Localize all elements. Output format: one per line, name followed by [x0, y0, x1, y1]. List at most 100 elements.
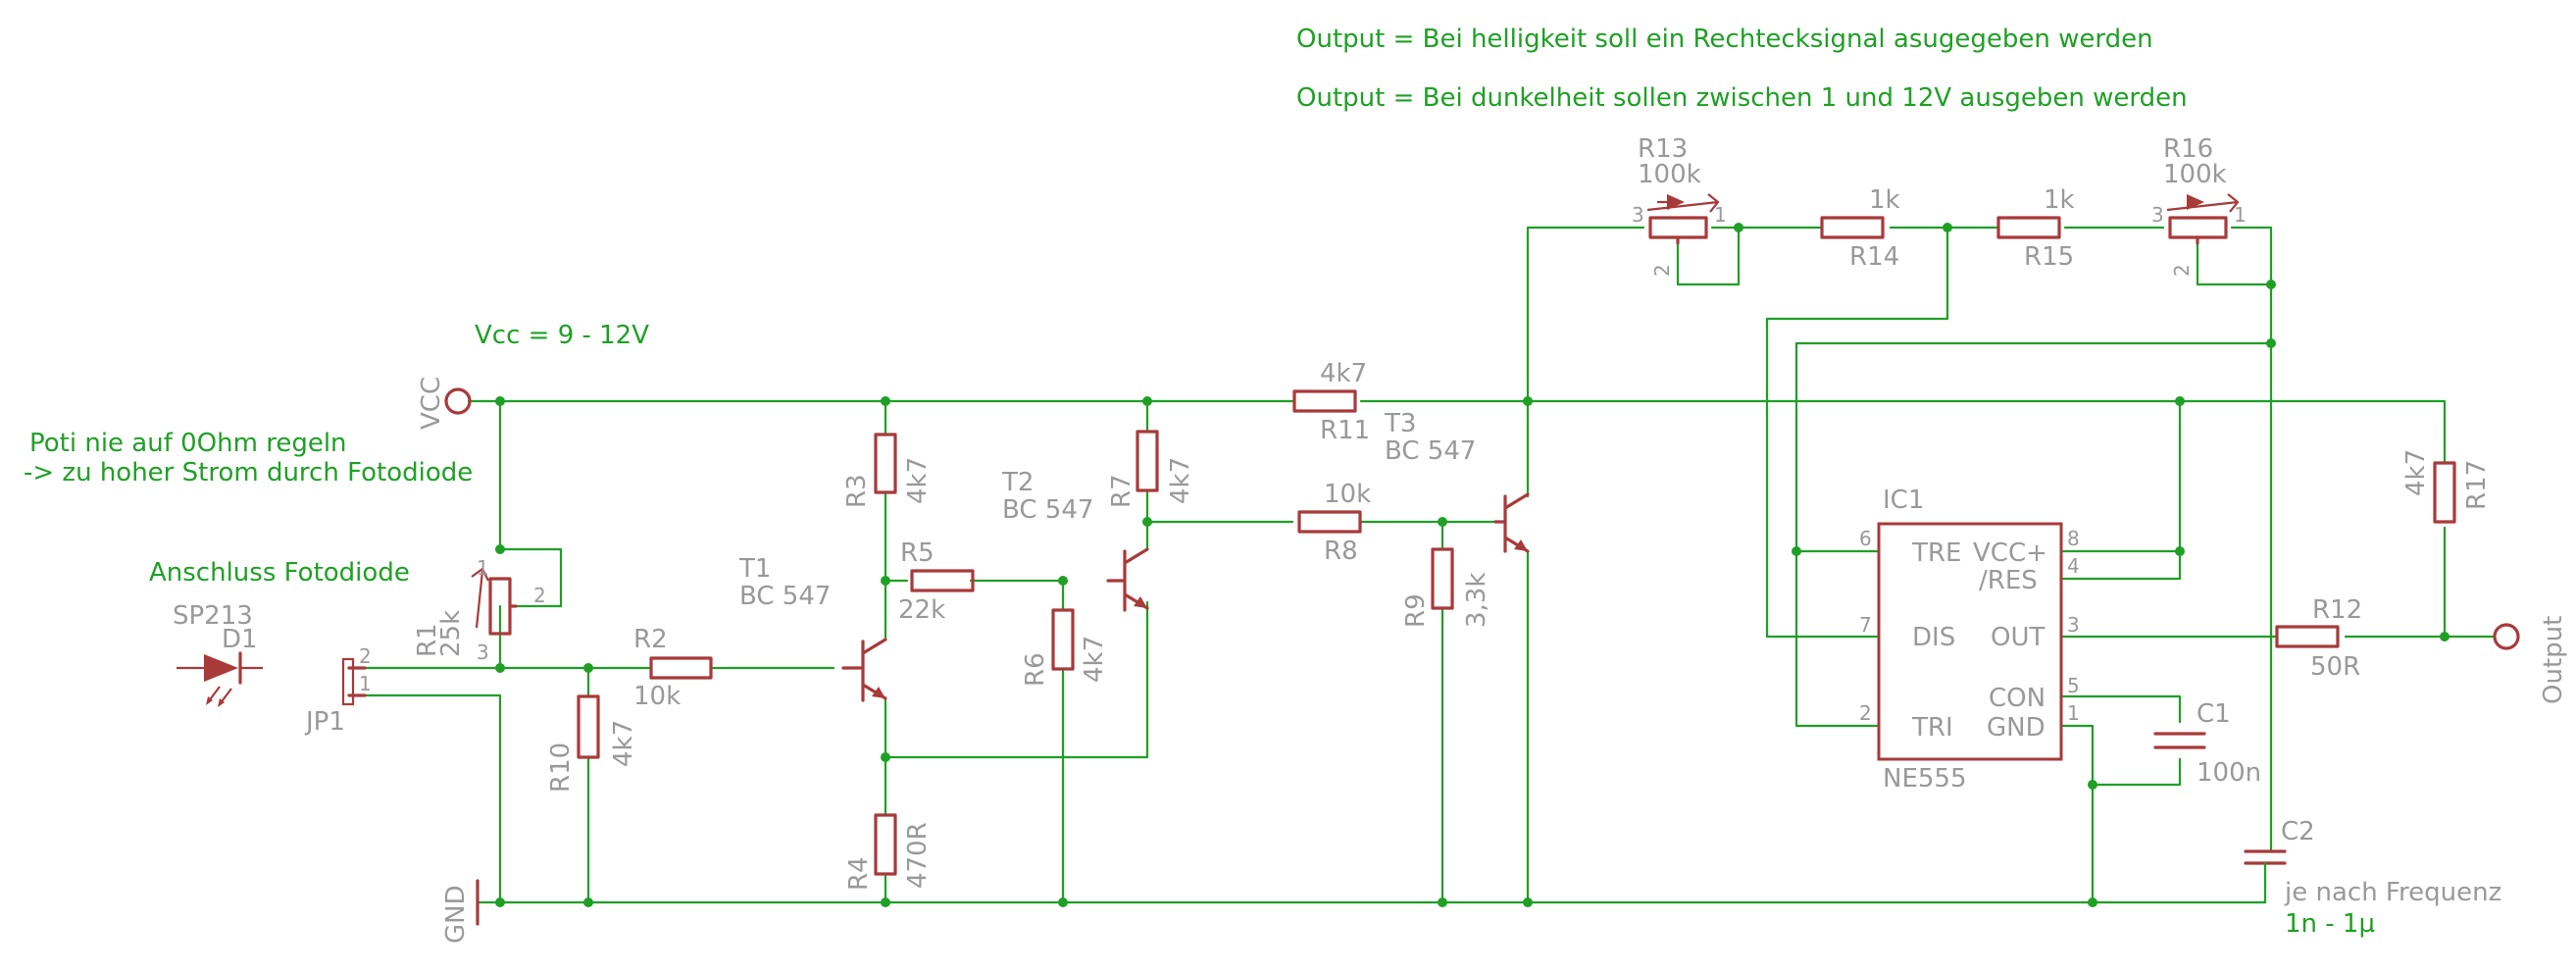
- ic1-pin-num-8: 8: [2067, 527, 2080, 550]
- r1-pin2: 2: [533, 584, 546, 607]
- resistor-r14: 1k R14: [1820, 185, 1900, 272]
- ic1-pin-con: CON: [1989, 684, 2046, 713]
- ic1-pin-out: OUT: [1991, 623, 2045, 652]
- r16-name: R16: [2163, 134, 2213, 164]
- resistor-r11: 4k7 R11: [1292, 359, 1370, 445]
- r2-name: R2: [633, 625, 668, 654]
- ic1-pin-tre: TRE: [1911, 538, 1961, 568]
- r17-value: 4k7: [2401, 449, 2431, 496]
- r6-name: R6: [1021, 652, 1050, 687]
- r10-name: R10: [546, 743, 576, 793]
- r2-value: 10k: [633, 682, 681, 711]
- resistor-r12: R12 50R: [2275, 595, 2362, 682]
- potentiometer-r16: R16 100k 1 2 3: [2151, 134, 2247, 277]
- r13-value: 100k: [1638, 160, 1701, 189]
- jp1-pin1: 1: [359, 672, 372, 695]
- r13-name: R13: [1638, 134, 1688, 164]
- r7-value: 4k7: [1166, 457, 1195, 504]
- r1-pin1: 1: [477, 556, 489, 580]
- ic1-pin-num-2: 2: [1859, 701, 1872, 725]
- r12-value: 50R: [2310, 652, 2360, 682]
- r16-pin2: 2: [2170, 264, 2194, 277]
- note-c2-frequency: je nach Frequenz: [2284, 878, 2501, 907]
- r14-name: R14: [1849, 242, 1899, 272]
- c1-name: C1: [2197, 699, 2231, 729]
- ic1-pin-dis: DIS: [1912, 623, 1955, 652]
- ic1-pin-num-5: 5: [2067, 674, 2080, 697]
- ic1-pin-gnd: GND: [1987, 713, 2046, 743]
- r8-value: 10k: [1324, 480, 1371, 509]
- ic1-pin-num-6: 6: [1859, 527, 1872, 550]
- r10-value: 4k7: [609, 720, 638, 767]
- transistor-t3: T3 BC 547: [1384, 409, 1530, 553]
- resistor-r6: R6 4k7: [1021, 608, 1109, 687]
- vcc-label: VCC: [417, 377, 446, 430]
- t3-name: T3: [1384, 409, 1416, 438]
- t1-name: T1: [738, 554, 771, 584]
- wire-555-con-gnd: [2059, 694, 2182, 904]
- r11-name: R11: [1320, 416, 1370, 445]
- capacitor-c1: C1 100n: [2153, 699, 2261, 788]
- r17-name: R17: [2462, 460, 2492, 510]
- ic1-pin-num-7: 7: [1859, 613, 1872, 637]
- c1-value: 100n: [2197, 758, 2261, 788]
- wire-timing-chain: [1676, 226, 2273, 639]
- capacitor-c2: C2: [2244, 817, 2315, 879]
- resistor-r9: R9 3,3k: [1401, 547, 1491, 628]
- t1-value: BC 547: [739, 582, 831, 611]
- annotations: Output = Bei helligkeit soll ein Rechtec…: [24, 25, 2501, 939]
- r6-value: 4k7: [1080, 636, 1109, 683]
- resistor-r4: R4 470R: [844, 813, 933, 891]
- r16-value: 100k: [2163, 160, 2227, 189]
- resistor-r10: R10 4k7: [546, 694, 638, 793]
- ic1-pin-num-4: 4: [2067, 554, 2080, 578]
- ic1-pin-res: /RES: [1979, 566, 2038, 595]
- r13-pin2: 2: [1650, 264, 1674, 277]
- gnd-symbol: GND: [441, 879, 480, 944]
- resistor-r8: 10k R8: [1297, 480, 1371, 566]
- r11-value: 4k7: [1320, 359, 1367, 388]
- d1-name: D1: [222, 625, 258, 654]
- r1-pin3: 3: [477, 641, 489, 664]
- note-poti-warning-2: -> zu hoher Strom durch Fotodiode: [24, 458, 473, 487]
- ic1-pin-num-1: 1: [2067, 701, 2080, 725]
- output-terminal: Output: [2493, 616, 2568, 704]
- r5-name: R5: [900, 538, 934, 568]
- note-c2-range: 1n - 1µ: [2285, 909, 2375, 939]
- resistor-r15: 1k R15: [1996, 185, 2075, 272]
- r5-value: 22k: [898, 595, 945, 625]
- gnd-label: GND: [441, 885, 471, 944]
- r4-value: 470R: [903, 822, 933, 889]
- r15-name: R15: [2024, 242, 2074, 272]
- resistor-r17: 4k7 R17: [2401, 449, 2492, 524]
- ic1-value: NE555: [1883, 764, 1967, 794]
- wire-555-tre-tri: [1794, 282, 2273, 853]
- junctions: [495, 223, 2450, 907]
- jp1-name: JP1: [304, 707, 345, 737]
- r12-name: R12: [2312, 595, 2362, 625]
- resistor-r3: R3 4k7: [842, 433, 933, 508]
- r15-value: 1k: [2044, 185, 2075, 215]
- r13-pin1: 1: [1714, 203, 1727, 227]
- d1-value: SP213: [173, 601, 253, 631]
- note-output-bright: Output = Bei helligkeit soll ein Rechtec…: [1296, 25, 2153, 54]
- jp1-pin2: 2: [359, 644, 372, 668]
- connector-jp1: 2 1 JP1: [304, 644, 372, 737]
- resistor-r5: R5 22k: [898, 538, 975, 625]
- potentiometer-r13: R13 100k 1 2 3: [1632, 134, 1727, 277]
- ic1-name: IC1: [1883, 486, 1924, 515]
- r3-name: R3: [842, 474, 872, 508]
- resistor-r2: R2 10k: [633, 625, 713, 711]
- r1-name: R1: [413, 623, 442, 657]
- r1-value: 25k: [436, 610, 466, 657]
- r16-pin3: 3: [2151, 203, 2164, 227]
- r13-pin3: 3: [1632, 203, 1644, 227]
- r4-name: R4: [844, 856, 874, 891]
- wires: [363, 226, 2497, 904]
- wire-t3-stage: [1440, 399, 1530, 904]
- c2-name: C2: [2281, 817, 2315, 846]
- ic1-pin-num-3: 3: [2067, 613, 2080, 637]
- photodiode-d1: SP213 D1: [173, 601, 263, 707]
- r9-value: 3,3k: [1462, 573, 1491, 628]
